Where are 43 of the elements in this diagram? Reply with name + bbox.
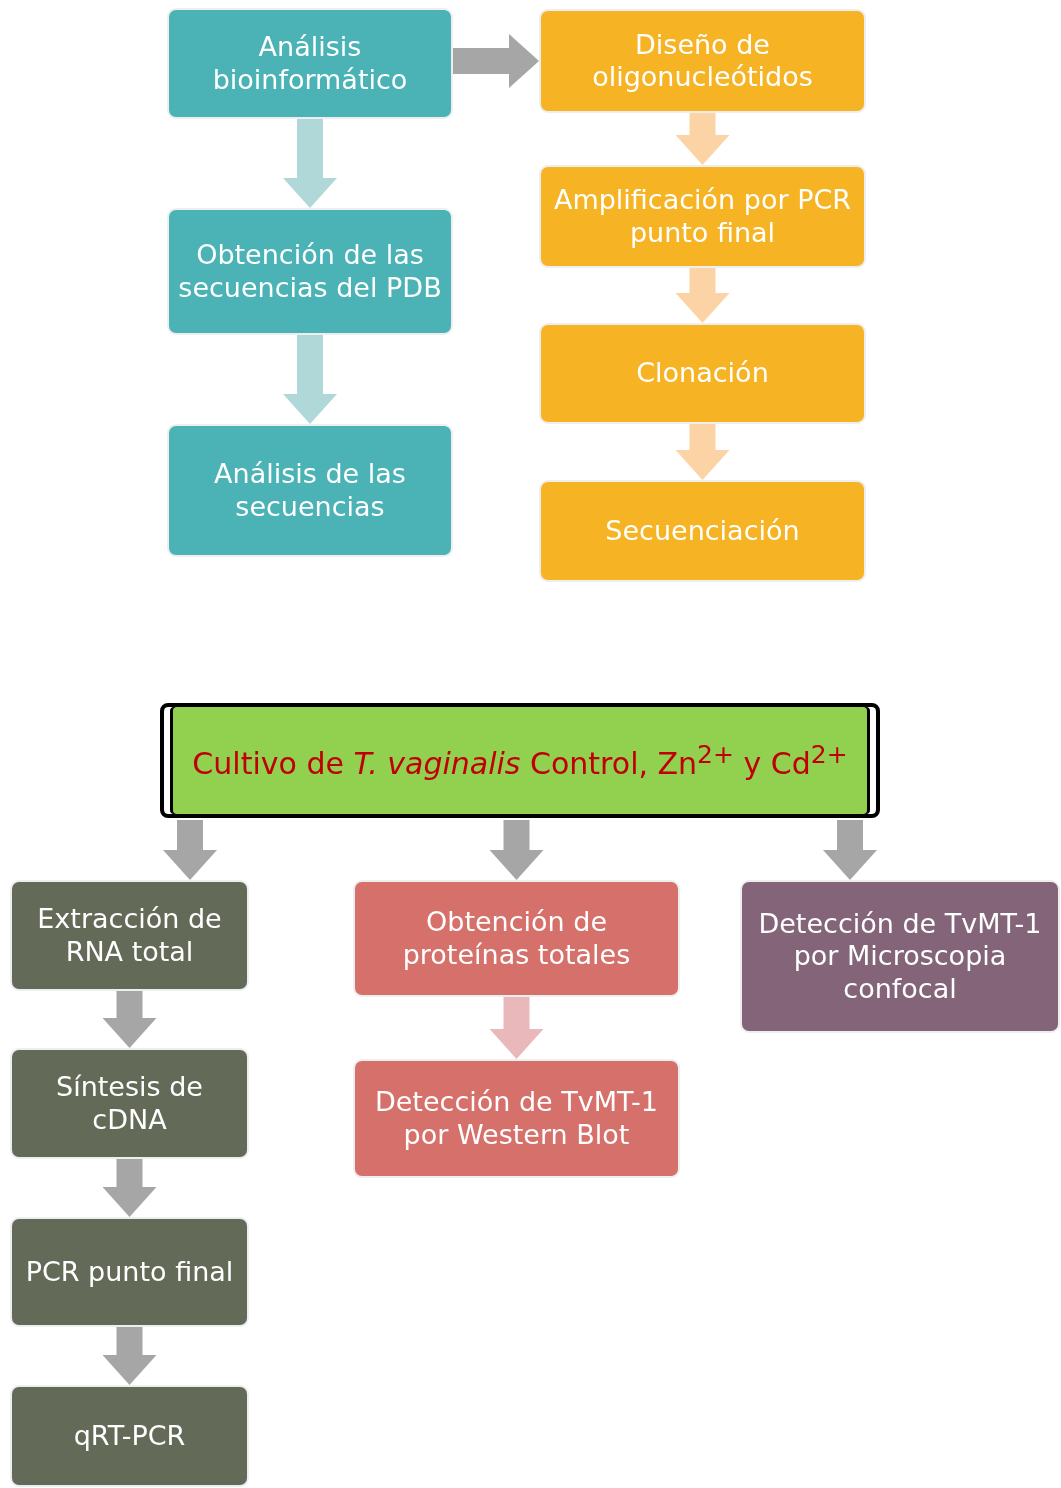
block-arrow: [453, 34, 539, 88]
block-arrow: [283, 335, 337, 424]
process-box: [169, 426, 451, 555]
process-box: [541, 482, 864, 580]
box-label: Obtención de las secuencias del PDB: [177, 239, 443, 304]
process-box: [541, 167, 864, 266]
process-box: [541, 11, 864, 111]
box-label: Detección de TvMT-1 por Microscopia confocal: [757, 907, 1043, 1006]
process-box: [541, 325, 864, 422]
box-label: Amplificación por PCR punto final: [552, 184, 853, 249]
process-box: [12, 882, 247, 989]
block-arrow: [102, 1327, 157, 1385]
box-label: qRT-PCR: [72, 1419, 187, 1453]
process-box: [355, 882, 678, 995]
block-arrow: [102, 1159, 157, 1217]
process-box: [742, 882, 1058, 1031]
box-label: Obtención de proteínas totales: [401, 906, 632, 971]
box-label: Secuenciación: [604, 514, 801, 548]
block-arrow: [163, 820, 217, 880]
box-label: Análisis de las secuencias: [213, 458, 407, 523]
block-arrow: [675, 424, 730, 480]
process-box: [355, 1061, 678, 1176]
block-arrow: [489, 820, 544, 880]
process-box: [12, 1050, 247, 1157]
box-label: PCR punto final: [24, 1255, 235, 1289]
process-box: [169, 10, 451, 117]
box-label: Análisis bioinformático: [211, 31, 409, 96]
box-label: Diseño de oligonucleótidos: [591, 28, 814, 94]
block-arrow: [283, 119, 337, 208]
banner-text: Cultivo de T. vaginalis Control, Zn$^{2+}$ y Cd$^{2+}$: [191, 739, 849, 782]
process-box: [12, 1219, 247, 1325]
process-box: [169, 210, 451, 333]
process-box: [12, 1387, 247, 1485]
box-label: Síntesis de cDNA: [55, 1071, 204, 1136]
block-arrow: [675, 113, 730, 165]
box-label: Detección de TvMT-1 por Western Blot: [373, 1086, 659, 1151]
box-label: Clonación: [635, 357, 770, 390]
block-arrow: [675, 268, 730, 323]
block-arrow: [823, 820, 877, 880]
block-arrow: [489, 997, 544, 1059]
block-arrow: [102, 991, 157, 1048]
box-label: Extracción de RNA total: [36, 903, 223, 968]
culture-banner: [160, 703, 880, 818]
